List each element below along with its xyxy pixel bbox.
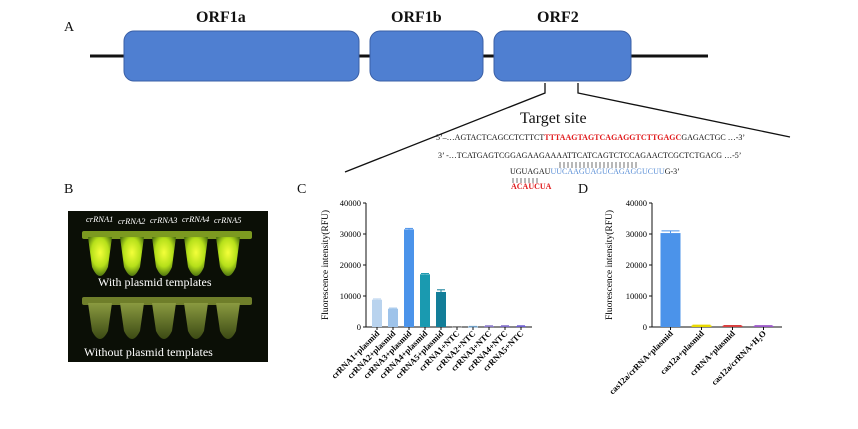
tube-photo-art xyxy=(82,231,252,339)
crrna-end: G-3’ xyxy=(664,167,680,176)
tubes-with-plasmid xyxy=(88,237,240,276)
target-bottom-strand: 3’ -…TCATGAGTCGGAGAAGAAAATTCATCAGTCTCCAG… xyxy=(438,151,742,160)
y-tick-label: 20000 xyxy=(340,260,361,270)
y-tick-label: 0 xyxy=(357,322,361,332)
top-strand-suffix: GAGACTGC …-3’ xyxy=(681,133,746,142)
tube-photo: crRNA1 crRNA2 crRNA3 crRNA4 crRNA5 With … xyxy=(68,211,268,362)
bar xyxy=(484,326,494,328)
gene-label-orf2: ORF2 xyxy=(537,9,579,26)
crrna-sequence: UGUAGAUUUCAAGUAGUCAGAGGUCUUG-3’ xyxy=(510,167,680,176)
y-tick-label: 30000 xyxy=(626,229,647,239)
tubes-without-plasmid xyxy=(88,303,240,339)
zoom-line-left xyxy=(344,83,546,173)
bar xyxy=(404,229,414,327)
y-tick-label: 40000 xyxy=(340,198,361,208)
bar xyxy=(420,274,430,327)
without-plasmid-caption: Without plasmid templates xyxy=(84,345,213,359)
bar xyxy=(722,325,743,327)
tube-label-4: crRNA4 xyxy=(182,214,210,224)
tube-label-1: crRNA1 xyxy=(86,214,114,224)
tube-label-2: crRNA2 xyxy=(118,216,146,226)
target-site-label: Target site xyxy=(520,110,587,127)
y-tick-label: 40000 xyxy=(626,198,647,208)
with-plasmid-caption: With plasmid templates xyxy=(98,275,212,289)
gene-orf2-box xyxy=(493,30,632,82)
y-tick-label: 10000 xyxy=(626,291,647,301)
x-tick-label: cas12a/crRNA+H₂O xyxy=(709,328,768,387)
pairing-ticks xyxy=(512,162,637,183)
y-tick-label: 20000 xyxy=(626,260,647,270)
panel-b-letter: B xyxy=(64,182,74,197)
y-axis-label: Fluorescence intensity(RFU) xyxy=(604,210,615,320)
crrna-spacer: UUCAAGUAGUCAGAGGUCUU xyxy=(550,167,665,176)
zoom-line-right xyxy=(577,83,791,138)
y-tick-label: 30000 xyxy=(340,229,361,239)
crrna-handle: UGUAGAU xyxy=(510,167,551,176)
y-tick-label: 0 xyxy=(643,322,647,332)
top-strand-prefix: 5’–…AGTACTCAGCCTCTTCT xyxy=(436,133,545,142)
gene-orf1a-box xyxy=(123,30,360,82)
bar xyxy=(372,299,382,327)
y-tick-label: 10000 xyxy=(340,291,361,301)
gene-label-orf1a: ORF1a xyxy=(196,9,246,26)
gene-label-orf1b: ORF1b xyxy=(391,9,442,26)
target-top-strand: 5’–…AGTACTCAGCCTCTTCTTTTAAGTAGTCAGAGGTCT… xyxy=(436,133,745,142)
y-axis-label: Fluorescence intensity(RFU) xyxy=(320,210,331,320)
tube-label-5: crRNA5 xyxy=(214,215,242,225)
bar xyxy=(436,291,446,327)
panel-a-diagram xyxy=(90,30,791,183)
bar xyxy=(500,326,510,328)
bar xyxy=(691,325,712,327)
tube-label-3: crRNA3 xyxy=(150,215,178,225)
gene-orf1b-box xyxy=(369,30,484,82)
panel-d-letter: D xyxy=(578,182,589,197)
panel-c-letter: C xyxy=(297,182,307,197)
bar xyxy=(516,326,526,328)
panel-a-letter: A xyxy=(64,20,75,35)
crrna-hairpin: ACAUCUA xyxy=(511,182,552,191)
top-strand-target: TTTAAGTAGTCAGAGGTCTTGAGC xyxy=(544,133,682,142)
bar xyxy=(753,325,774,327)
bar xyxy=(660,233,681,327)
bar xyxy=(388,308,398,327)
